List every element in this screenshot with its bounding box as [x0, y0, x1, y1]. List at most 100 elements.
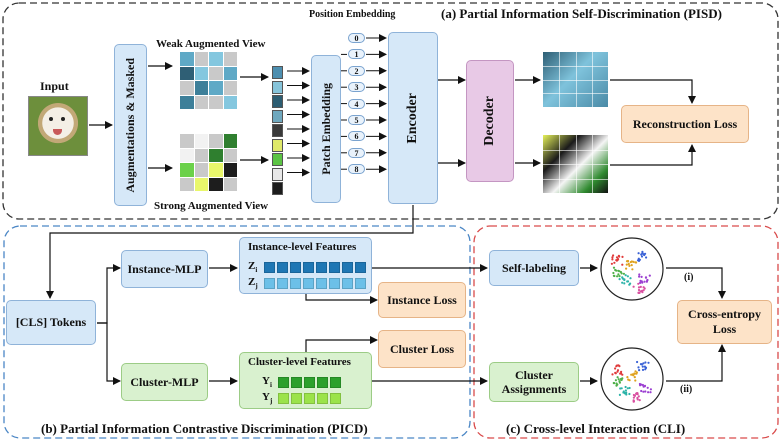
weak-view-patch: [180, 95, 194, 109]
tsne-point: [634, 370, 637, 373]
weak-view-patch: [194, 81, 208, 95]
marker-i: (i): [684, 272, 694, 283]
zi-feature-cell: [342, 262, 353, 273]
position-token: 7: [348, 147, 365, 158]
patch-token: [272, 80, 283, 94]
weak-view-patch: [223, 66, 237, 80]
tsne-point: [611, 258, 614, 261]
tsne-point: [646, 386, 649, 389]
tsne-point: [616, 383, 619, 386]
tsne-point: [621, 255, 624, 258]
tsne-point: [626, 376, 629, 379]
encoder-label: Encoder: [405, 92, 420, 144]
tsne-point: [643, 280, 646, 283]
tsne-point: [633, 376, 636, 379]
tsne-point: [619, 372, 622, 375]
tsne-point: [614, 379, 617, 382]
strong-augmented-view: [180, 134, 238, 192]
zj-feature-cell: [355, 278, 366, 289]
instance-features-panel: Instance-level Features Zi Zj: [239, 237, 372, 294]
tsne-point: [646, 278, 649, 282]
picd-region-border: [3, 225, 471, 439]
tsne-point: [625, 263, 628, 266]
tsne-point: [626, 275, 629, 278]
weak-view-patch: [180, 52, 194, 66]
tsne-point: [629, 261, 632, 264]
tsne-point: [625, 267, 628, 270]
yj-feature-cell: [278, 393, 289, 404]
weak-patch-column: [272, 66, 286, 196]
tsne-point: [628, 386, 631, 390]
weak-view-patch: [223, 81, 237, 95]
tsne-point: [621, 373, 624, 376]
tsne-point: [628, 264, 631, 267]
position-token: 4: [348, 98, 365, 109]
cls-tokens-box: [CLS] Tokens: [6, 300, 96, 345]
tsne-point: [642, 362, 645, 365]
zi-label: Zi: [248, 260, 258, 275]
tsne-point: [634, 261, 637, 264]
arrow-recon-img-top: [610, 79, 696, 104]
tsne-point: [637, 366, 640, 369]
tsne-point: [632, 396, 635, 399]
tsne-point: [639, 285, 642, 288]
marker-ii: (ii): [680, 384, 693, 395]
cluster-features-panel: Cluster-level Features Yi Yj: [239, 352, 372, 409]
arrow-tsne2-ce: [666, 344, 726, 382]
patch-token: [272, 153, 283, 166]
tsne-point: [618, 365, 621, 368]
tsne-point: [632, 260, 635, 263]
tsne-point: [644, 366, 648, 369]
tsne-point: [637, 252, 640, 255]
zi-feature-cell: [355, 262, 366, 273]
weak-view-patch: [194, 52, 208, 66]
cls-tokens-label: [CLS] Tokens: [15, 315, 87, 329]
cluster-loss-label: Cluster Loss: [389, 341, 455, 356]
zj-label: Zj: [248, 276, 258, 291]
strong-view-patch: [223, 177, 237, 191]
tsne-point: [642, 289, 645, 292]
tsne-point: [647, 391, 650, 394]
tsne-point: [640, 389, 643, 393]
tsne-point: [644, 390, 647, 393]
tsne-point: [644, 361, 647, 364]
tsne-point: [626, 259, 630, 263]
strong-view-patch: [223, 134, 237, 148]
tsne-point: [613, 382, 616, 385]
tsne-point: [637, 282, 640, 285]
instance-loss-label: Instance Loss: [387, 292, 457, 307]
yj-feature-cell: [304, 393, 315, 404]
zj-feature-cell: [277, 278, 288, 289]
strong-view-patch: [180, 148, 194, 162]
tsne-point: [616, 370, 619, 373]
cli-title: (c) Cross-level Interaction (CLI): [503, 421, 689, 437]
self-labeling-label: Self-labeling: [501, 260, 566, 275]
tsne-point: [643, 287, 646, 290]
zi-feature-cell: [277, 262, 288, 273]
tsne-point: [614, 367, 617, 370]
zi-feature-cell: [264, 262, 275, 273]
tsne-point: [632, 393, 635, 397]
strong-view-patch: [223, 148, 237, 162]
patch-token: [272, 109, 283, 123]
yi-feature-cell: [330, 377, 341, 388]
tsne-point: [647, 361, 650, 364]
tsne-point: [623, 282, 626, 285]
weak-view-label: Weak Augmented View: [156, 38, 266, 50]
patch-token: [272, 182, 283, 195]
tsne-point: [628, 392, 631, 396]
cluster-assignments-box: Cluster Assignments: [489, 362, 579, 402]
tsne-point: [640, 275, 643, 278]
tsne-point: [622, 391, 625, 394]
reconstruction-loss-label: Reconstruction Loss: [632, 116, 738, 131]
tsne-point: [616, 376, 619, 379]
tsne-point: [638, 369, 641, 372]
weak-augmented-view: [180, 52, 238, 110]
tsne-point: [637, 395, 640, 398]
tsne-point: [649, 391, 652, 394]
tsne-point: [612, 266, 616, 269]
zj-feature-cell: [303, 278, 314, 289]
strong-view-patch: [194, 177, 208, 191]
tsne-plot-cluster-assignments: [600, 347, 664, 411]
